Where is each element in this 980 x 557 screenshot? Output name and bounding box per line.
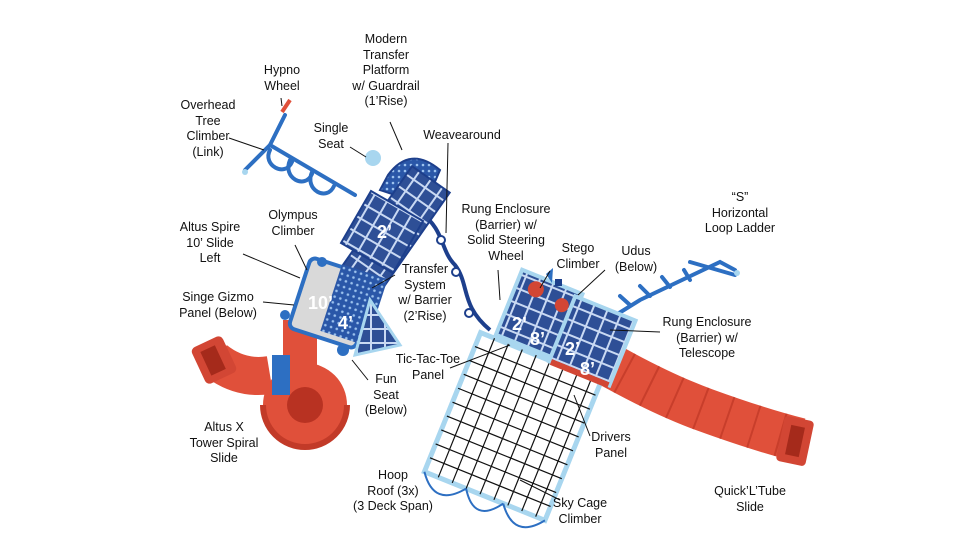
label-transfer-system: Transfer System w/ Barrier (2’Rise) (398, 262, 452, 323)
label-altus-spire: Altus Spire 10’ Slide Left (179, 220, 241, 265)
label-rung-enclosure-telescope: Rung Enclosure (Barrier) w/ Telescope (662, 315, 752, 360)
label-altus-x-spiral: Altus X Tower Spiral Slide (189, 420, 259, 465)
label-tic-tac-toe: Tic-Tac-Toe Panel (395, 352, 461, 382)
label-quick-tube: Quick’L’Tube Slide (714, 484, 786, 514)
label-rung-enclosure-steering: Rung Enclosure (Barrier) w/ Solid Steeri… (461, 202, 551, 263)
label-modern-transfer-platform: Modern Transfer Platform w/ Guardrail (1… (352, 32, 420, 108)
label-udus: Udus (Below) (614, 244, 658, 274)
label-sky-cage: Sky Cage Climber (552, 496, 608, 526)
label-hypno-wheel: Hypno Wheel (263, 63, 301, 93)
deck-height-2a: 2’ (512, 314, 527, 334)
hoop-roof (423, 471, 546, 529)
deck-height-10: 10’ (308, 293, 333, 313)
tic-tac-toe-panel (352, 296, 403, 358)
label-drivers-panel: Drivers Panel (591, 430, 631, 460)
label-weavearound: Weavearound (423, 128, 501, 142)
sky-cage-climber (421, 329, 605, 529)
overhead-tree-climber (242, 113, 357, 197)
rung-enclosure-telescope (546, 293, 639, 389)
label-single-seat: Single Seat (313, 121, 349, 151)
deck-height-8a: 8’ (530, 329, 545, 349)
label-overhead-tree-climber: Overhead Tree Climber (Link) (180, 98, 236, 159)
deck-height-8b: 8’ (580, 359, 595, 379)
deck-height-2b: 2’ (565, 339, 580, 359)
leader-lines (228, 97, 661, 501)
deck-height-2: 2’ (377, 222, 392, 242)
label-hoop-roof: Hoop Roof (3x) (3 Deck Span) (353, 468, 433, 513)
label-s-loop-ladder: “S” Horizontal Loop Ladder (704, 190, 776, 235)
label-olympus-climber: Olympus Climber (268, 208, 318, 238)
deck-height-4: 4’ (338, 313, 353, 333)
label-fun-seat: Fun Seat (Below) (364, 372, 408, 417)
single-seat (365, 150, 381, 166)
label-singe-gizmo: Singe Gizmo Panel (Below) (179, 290, 257, 320)
deck-2ft (339, 189, 425, 275)
hypno-wheel (280, 98, 292, 114)
fun-seat (337, 344, 349, 356)
altus-spire-tower (280, 256, 403, 358)
label-stego-climber: Stego Climber (556, 241, 600, 271)
stego-climber (546, 268, 553, 283)
